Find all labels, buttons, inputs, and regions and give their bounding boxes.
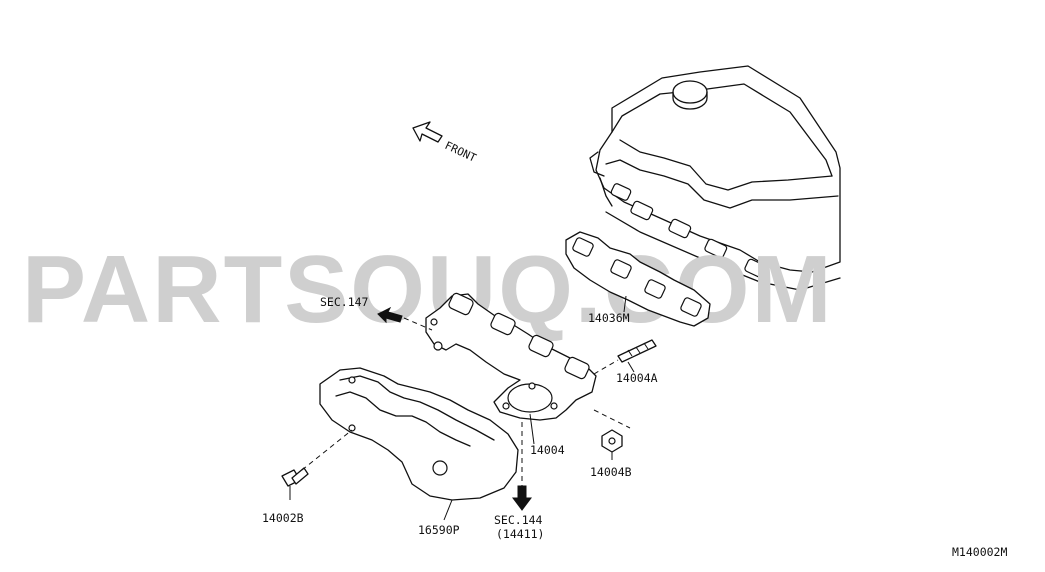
label-sec144: SEC.144	[494, 513, 543, 527]
bolt-14002B	[281, 467, 309, 487]
sec147-arrow	[377, 306, 403, 324]
exhaust-manifold	[425, 292, 597, 421]
exhaust-manifold-gasket	[565, 231, 711, 327]
front-label: FRONT	[443, 139, 479, 165]
nut-14004B	[601, 429, 623, 453]
label-14004A: 14004A	[616, 371, 658, 385]
heat-shield	[319, 367, 519, 501]
label-sec144-sub: (14411)	[496, 527, 544, 541]
label-14004B: 14004B	[590, 465, 632, 479]
figure-code: M140002M	[952, 545, 1007, 559]
label-14036M: 14036M	[588, 311, 630, 325]
label-16590P: 16590P	[418, 523, 460, 537]
front-direction-arrow: FRONT	[412, 121, 479, 165]
label-14004: 14004	[530, 443, 565, 457]
stud-14004A	[617, 339, 657, 363]
engine-cylinder-head	[589, 65, 841, 291]
label-14002B: 14002B	[262, 511, 304, 525]
sec144-arrow	[512, 485, 532, 511]
label-sec147: SEC.147	[320, 295, 369, 309]
